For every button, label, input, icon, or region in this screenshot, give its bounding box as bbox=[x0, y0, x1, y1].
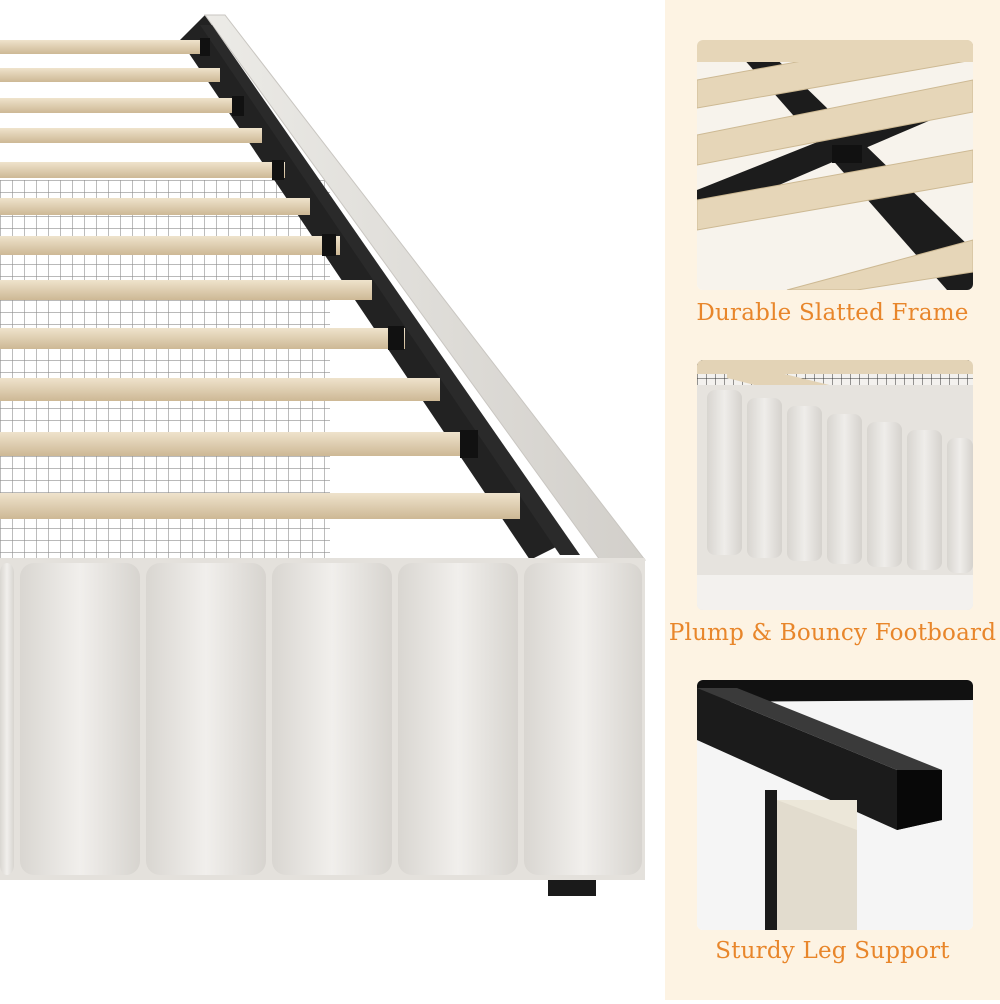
footboard-photo bbox=[697, 360, 973, 610]
bed-leg bbox=[548, 880, 596, 896]
slatted-frame-illustration bbox=[697, 40, 973, 290]
caption-durable-slatted-frame: Durable Slatted Frame bbox=[696, 300, 969, 326]
caption-plump-bouncy-footboard: Plump & Bouncy Footboard bbox=[668, 620, 997, 646]
metal-rail-bar bbox=[200, 25, 580, 555]
wood-slats bbox=[0, 40, 520, 519]
caption-sturdy-leg-support: Sturdy Leg Support bbox=[715, 938, 950, 964]
leg-support-illustration bbox=[697, 680, 973, 930]
footboard-channels bbox=[0, 563, 642, 875]
slat-brackets bbox=[200, 38, 478, 458]
main-product-photo bbox=[0, 14, 647, 896]
slatted-frame-photo bbox=[697, 40, 973, 290]
leg-support-photo bbox=[697, 680, 973, 930]
footboard-illustration bbox=[697, 360, 973, 610]
bed-corner-illustration bbox=[0, 14, 647, 896]
